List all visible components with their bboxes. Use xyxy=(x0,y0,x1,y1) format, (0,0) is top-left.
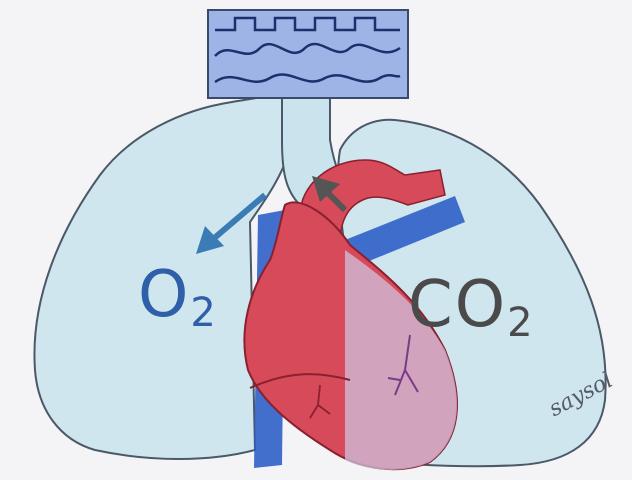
oxygen-label-main: O xyxy=(138,258,190,332)
co2-label-subscript: 2 xyxy=(507,300,534,346)
oxygen-label: O2 xyxy=(138,258,218,332)
co2-label: CO2 xyxy=(408,268,535,342)
ventilator-monitor-icon xyxy=(208,10,408,98)
oxygen-label-subscript: 2 xyxy=(190,290,217,336)
co2-label-main: CO xyxy=(408,268,507,342)
